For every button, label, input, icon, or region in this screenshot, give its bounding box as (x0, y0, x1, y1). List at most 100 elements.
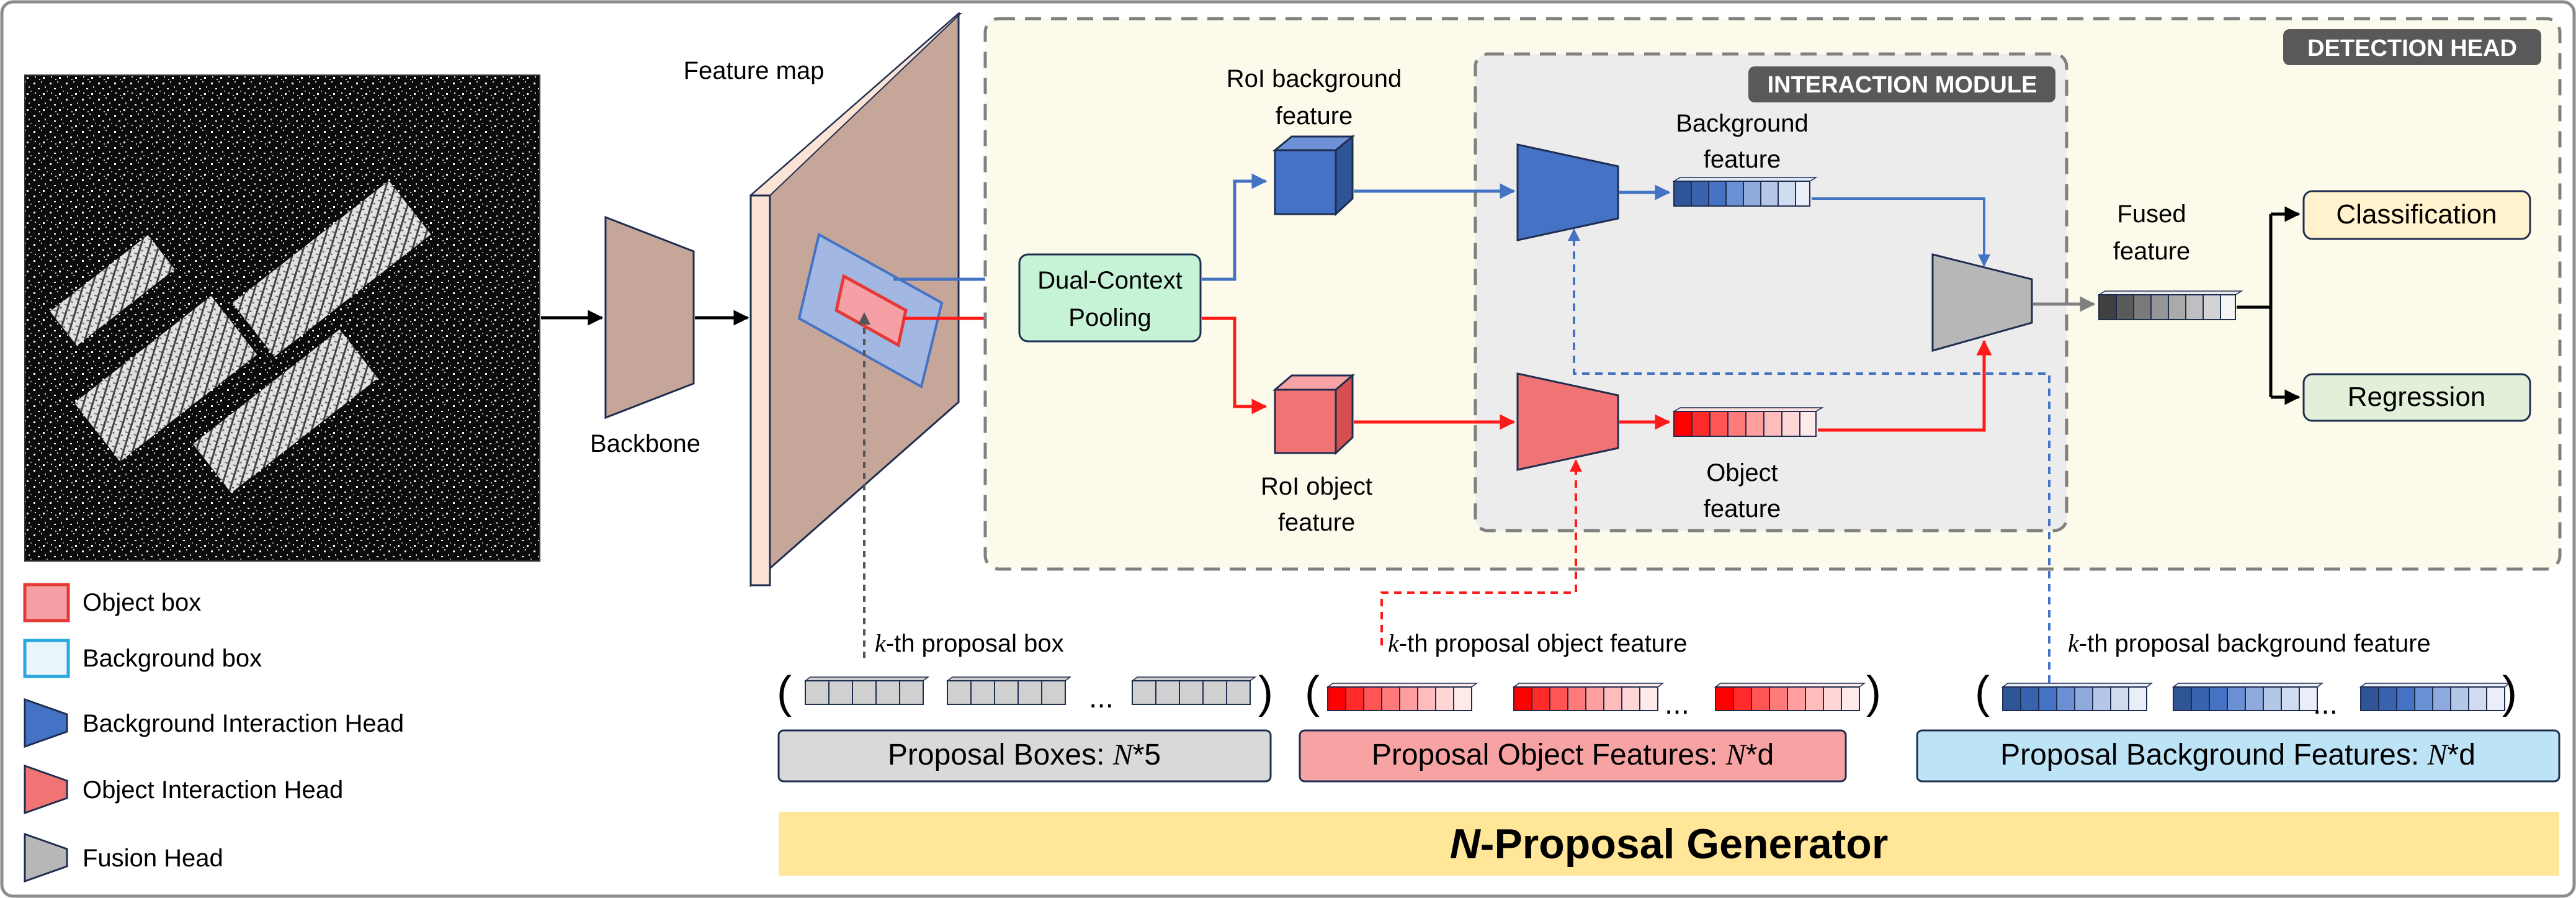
legend-swatch (23, 639, 70, 678)
proposal-box-vector (1130, 676, 1257, 705)
proposal-background-vector (2001, 683, 2153, 711)
paren-close-backgrounds: ) (2502, 668, 2517, 717)
arrow-pooling-to-roi-object (1202, 317, 1268, 415)
legend-item: Object Interaction Head (24, 764, 343, 815)
roi-background-label-line2: feature (1276, 102, 1353, 130)
proposal-object-vector (1714, 683, 1866, 711)
arrow-object-feature-to-fusion (1818, 339, 1992, 432)
object-feature-label-line1: Object (1706, 459, 1778, 487)
proposal-generator-text: -Proposal Generator (1480, 820, 1889, 868)
proposal-box-vectors (803, 676, 1257, 705)
background-feature-label-line2: feature (1704, 146, 1781, 173)
proposal-background-text: Proposal Background Features: (2000, 739, 2427, 771)
background-feature-vector (1672, 177, 1818, 207)
kth-object-text: -th proposal object feature (1399, 630, 1688, 657)
legend-swatch (24, 698, 68, 748)
fused-feature-label-line2: feature (2113, 238, 2191, 265)
paren-open-boxes: ( (777, 668, 792, 717)
classification-box (2302, 190, 2531, 240)
proposal-background-bar (1916, 729, 2560, 783)
kth-proposal-background-label: k-th proposal background feature (2068, 629, 2431, 657)
n-symbol: N (1725, 739, 1748, 771)
proposal-generator-label: N-Proposal Generator (1450, 820, 1889, 868)
kth-box-text: -th proposal box (886, 630, 1064, 657)
paren-open-objects: ( (1305, 668, 1320, 717)
proposal-background-suffix: *d (2448, 739, 2475, 771)
proposal-boxes-suffix: *5 (1133, 739, 1161, 771)
k-symbol: k (875, 629, 887, 657)
legend-item: Background Interaction Head (24, 698, 404, 748)
k-symbol: k (2068, 629, 2080, 657)
roi-background-label-line1: RoI background (1227, 65, 1402, 92)
arrow-pooling-to-roi-background (1202, 173, 1268, 281)
paren-open-backgrounds: ( (1975, 668, 1990, 717)
legend-swatch (23, 583, 70, 622)
roi-object-label-line1: RoI object (1261, 473, 1372, 500)
legend-swatch (24, 832, 68, 883)
fused-feature-vector (2097, 290, 2243, 320)
proposal-object-label: Proposal Object Features: N*d (1372, 739, 1774, 771)
object-feature-vector (1672, 407, 1824, 437)
proposal-background-vector (2359, 683, 2511, 711)
roi-object-cube (1272, 373, 1356, 456)
n-symbol: N (2427, 739, 2449, 771)
proposal-boxes-text: Proposal Boxes: (888, 739, 1113, 771)
detection-head-tag (2283, 29, 2541, 65)
legend-item: Object box (23, 583, 201, 622)
legend-item: Background box (23, 639, 262, 678)
proposal-object-vector (1512, 683, 1665, 711)
proposal-object-bar (1299, 729, 1847, 783)
kth-background-text: -th proposal background feature (2079, 630, 2431, 657)
dual-context-label-line2: Pooling (1068, 304, 1151, 331)
proposal-generator-bar (779, 812, 2559, 876)
proposal-object-vectors (1326, 683, 1866, 711)
proposal-background-label: Proposal Background Features: N*d (2000, 739, 2475, 771)
backbone-label: Backbone (590, 430, 700, 457)
kth-proposal-box-label: k-th proposal box (875, 629, 1064, 657)
object-interaction-head (1516, 372, 1619, 471)
interaction-module-label: INTERACTION MODULE (1768, 72, 2037, 98)
legend-swatch (24, 764, 68, 815)
n-symbol: N (1112, 739, 1135, 771)
object-feature-label-line2: feature (1704, 495, 1781, 523)
proposal-box-vector (803, 676, 930, 705)
proposal-box-vector (946, 676, 1072, 705)
ellipsis-objects: ... (1665, 688, 1689, 721)
proposal-background-vector (2171, 683, 2324, 711)
regression-label: Regression (2348, 382, 2486, 412)
paren-close-objects: ) (1866, 668, 1881, 717)
ellipsis-boxes: ... (1089, 681, 1114, 714)
background-feature-label-line1: Background (1676, 110, 1808, 137)
regression-box (2302, 373, 2531, 422)
fusion-head (1931, 253, 2033, 352)
dual-context-label-line1: Dual-Context (1037, 267, 1182, 294)
arrow-background-feature-to-fusion (1812, 197, 1990, 267)
interaction-module-region (1474, 52, 2068, 532)
feature-map-label: Feature map (684, 57, 825, 84)
paren-close-boxes: ) (1258, 668, 1273, 717)
proposal-boxes-label: Proposal Boxes: N*5 (888, 739, 1161, 771)
n-symbol: N (1450, 820, 1482, 868)
object-box (834, 274, 908, 348)
fused-feature-label-line1: Fused (2117, 200, 2186, 228)
dual-context-pooling-box (1018, 253, 1202, 343)
proposal-object-text: Proposal Object Features: (1372, 739, 1726, 771)
interaction-module-tag (1748, 66, 2055, 102)
legend-label: Fusion Head (83, 845, 223, 872)
proposal-object-vector (1326, 683, 1478, 711)
backbone-trapezoid (604, 215, 695, 420)
detection-head-label: DETECTION HEAD (2307, 35, 2517, 61)
legend-item: Fusion Head (24, 832, 223, 883)
legend-label: Background Interaction Head (83, 710, 404, 737)
legend-label: Object box (83, 589, 201, 616)
kth-proposal-object-label: k-th proposal object feature (1388, 629, 1688, 657)
proposal-object-suffix: *d (1746, 739, 1774, 771)
classification-label: Classification (2336, 199, 2497, 230)
sar-input-image (24, 74, 540, 562)
ellipsis-backgrounds: ... (2313, 688, 2338, 721)
proposal-background-vectors (2001, 683, 2511, 711)
arrow-proposal-object-to-head (1380, 459, 1582, 645)
proposal-boxes-bar (777, 729, 1272, 783)
